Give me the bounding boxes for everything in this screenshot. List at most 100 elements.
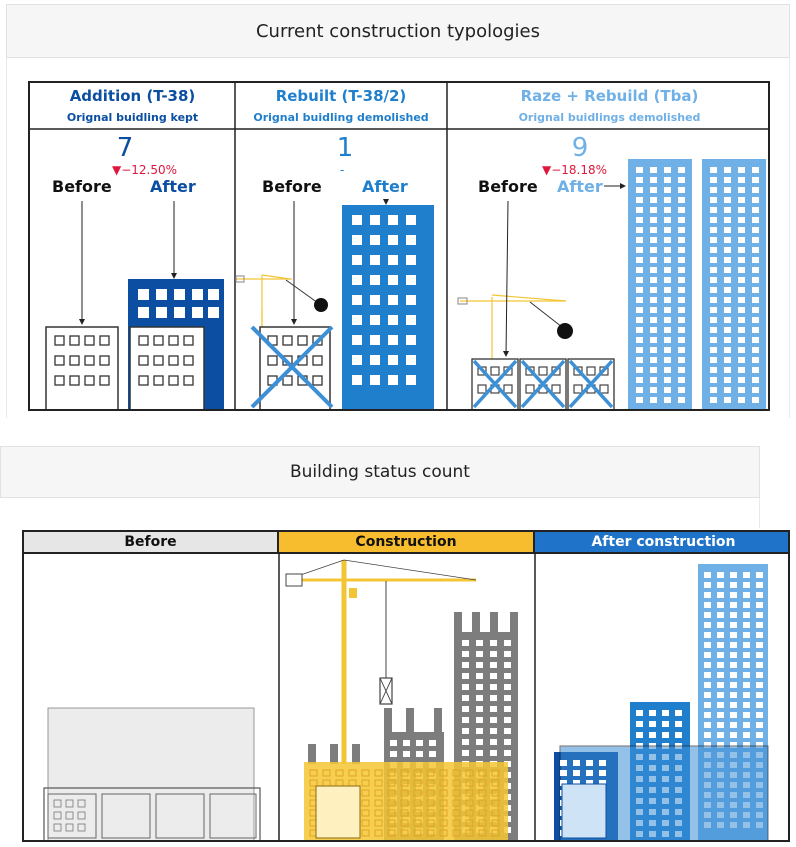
window (650, 177, 657, 183)
window (752, 277, 759, 283)
window (675, 721, 682, 727)
window (490, 662, 497, 668)
window (756, 732, 763, 738)
window (678, 217, 685, 223)
window (752, 227, 759, 233)
window (573, 760, 580, 766)
rebuilt-after-label: After (362, 177, 408, 196)
window (650, 257, 657, 263)
window (664, 397, 671, 403)
window (738, 177, 745, 183)
window (664, 247, 671, 253)
window (560, 760, 567, 766)
window (717, 652, 724, 658)
rebuilt-delta: - (340, 163, 345, 177)
raze-after-tower-1 (628, 159, 692, 409)
window (400, 809, 409, 817)
window (465, 779, 474, 787)
window (374, 789, 383, 797)
window (465, 799, 474, 807)
crane-icon (285, 559, 477, 764)
window (710, 247, 717, 253)
window (636, 317, 643, 323)
status-panel: Before Construction After construction (22, 530, 790, 842)
window (664, 387, 671, 393)
window (374, 809, 383, 817)
window (756, 612, 763, 618)
window (636, 207, 643, 213)
window (724, 237, 731, 243)
window (586, 780, 593, 786)
rebuilt-before-building (250, 325, 334, 409)
window (704, 682, 711, 688)
window (717, 682, 724, 688)
window (452, 789, 461, 797)
addition-before-building (45, 326, 119, 409)
window (426, 819, 435, 827)
window (752, 167, 759, 173)
window (678, 337, 685, 343)
window (650, 247, 657, 253)
window (573, 780, 580, 786)
raze-before-label: Before (478, 177, 538, 196)
rebuilt-title: Rebuilt (T-38/2) (275, 87, 407, 105)
window (743, 732, 750, 738)
window (743, 612, 750, 618)
window (426, 769, 435, 777)
window (586, 770, 593, 776)
window (465, 789, 474, 797)
construction-yellow-block (304, 762, 508, 840)
window (65, 811, 74, 820)
window (710, 177, 717, 183)
window (730, 572, 737, 578)
window (730, 622, 737, 628)
window (743, 642, 750, 648)
window (636, 177, 643, 183)
window (678, 227, 685, 233)
window (390, 751, 397, 757)
window (490, 717, 497, 723)
window (738, 237, 745, 243)
window (717, 672, 724, 678)
window (738, 347, 745, 353)
window (664, 207, 671, 213)
window (756, 572, 763, 578)
window (77, 811, 86, 820)
window (710, 237, 717, 243)
window (664, 287, 671, 293)
window (636, 247, 643, 253)
window (361, 809, 370, 817)
window (361, 789, 370, 797)
window (752, 387, 759, 393)
window (478, 809, 487, 817)
window (710, 287, 717, 293)
window (413, 819, 422, 827)
window (717, 702, 724, 708)
window (504, 728, 511, 734)
window (462, 695, 469, 701)
window (664, 347, 671, 353)
window (462, 662, 469, 668)
window (439, 769, 448, 777)
window (738, 187, 745, 193)
window (664, 217, 671, 223)
window (490, 706, 497, 712)
window (678, 177, 685, 183)
window (678, 167, 685, 173)
window (752, 177, 759, 183)
window (650, 197, 657, 203)
window (664, 227, 671, 233)
addition-after-label: After (150, 177, 196, 196)
window (724, 397, 731, 403)
window (636, 721, 643, 727)
window (465, 769, 474, 777)
window (491, 819, 500, 827)
window (752, 207, 759, 213)
window (439, 789, 448, 797)
window (710, 367, 717, 373)
window (717, 582, 724, 588)
window (413, 829, 422, 837)
window (650, 237, 657, 243)
window (752, 187, 759, 193)
window (490, 640, 497, 646)
